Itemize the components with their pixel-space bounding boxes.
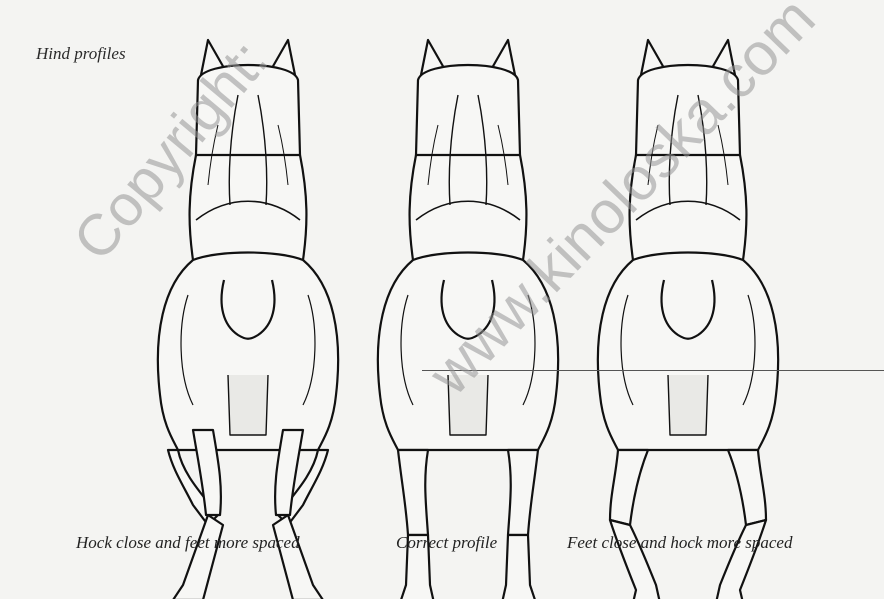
horizontal-rule: [422, 370, 884, 371]
dog-hind-view-hock-close-icon: [158, 40, 338, 599]
caption-correct-profile: Correct profile: [396, 533, 497, 553]
dog-hind-view-correct-icon: [378, 40, 558, 599]
caption-feet-close: Feet close and hock more spaced: [567, 533, 792, 553]
caption-hock-close: Hock close and feet more spaced: [76, 533, 300, 553]
dog-hind-view-feet-close-icon: [598, 40, 778, 599]
